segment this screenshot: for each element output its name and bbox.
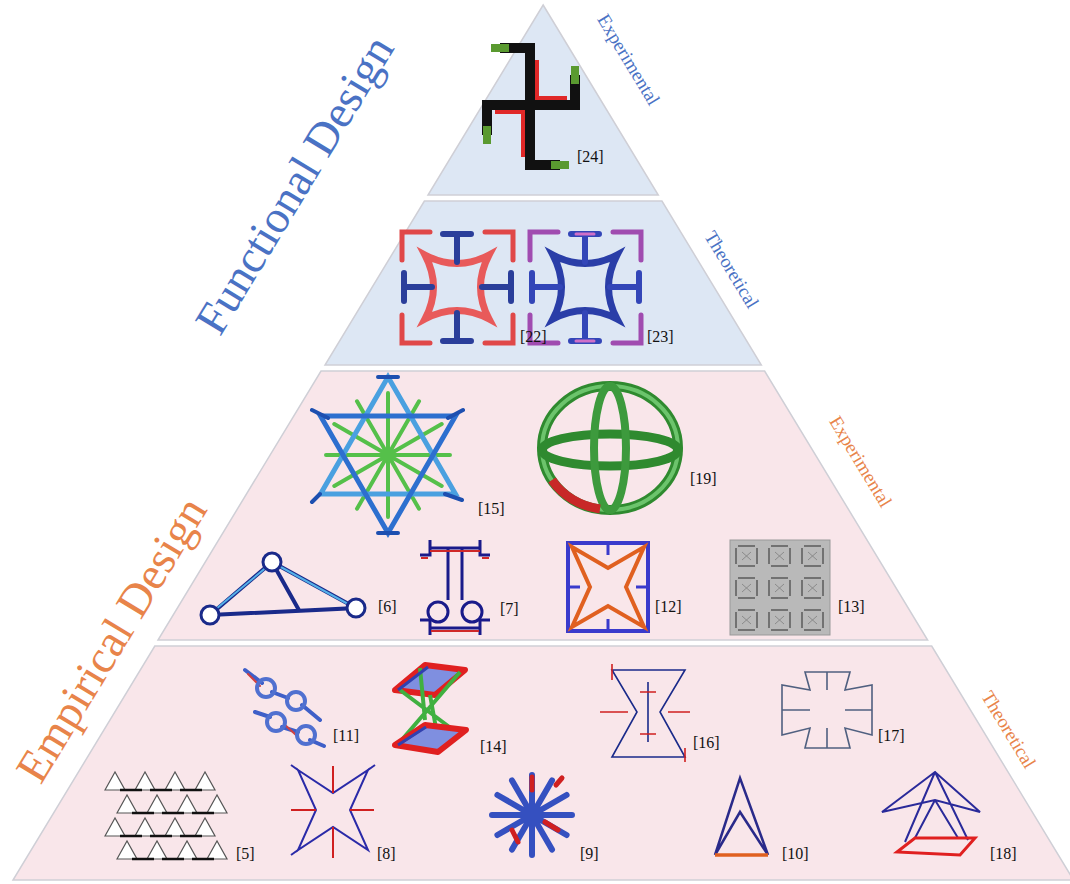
mechanism-16 [600,664,690,762]
mechanism-24 [487,48,575,165]
callout-number: [18] [990,845,1017,863]
mechanism-9 [492,775,572,855]
mechanism-14 [395,665,466,752]
callout-number: [23] [647,328,674,346]
tier-shape [13,646,1070,880]
mechanism-19 [542,386,678,510]
mechanism-18 [882,772,980,855]
callout-number: [16] [693,734,720,752]
callout-number: [13] [838,598,865,616]
mechanism-15 [312,377,463,533]
mechanism-7 [420,540,490,635]
mechanism-17 [782,672,872,748]
mechanism-8 [291,765,375,858]
callout-number: [14] [480,738,507,756]
callout-number: [24] [577,148,604,166]
callout-number: [6] [378,598,397,616]
callout-number: [7] [500,600,519,618]
mechanism-5 [105,772,227,859]
mechanism-22 [402,232,513,343]
mechanism-12 [568,543,648,631]
callout-number: [12] [655,598,682,616]
pyramid-tier: Theoretical [13,646,1070,880]
tier-label: Experimental [593,11,664,109]
mechanism-23 [530,232,641,343]
callout-number: [22] [520,328,547,346]
metamaterial-photo [730,540,830,635]
callout-number: [5] [236,845,255,863]
mechanism-11 [245,670,324,746]
callout-number: [10] [782,845,809,863]
callout-number: [8] [377,845,396,863]
callout-number: [11] [333,727,359,745]
callout-number: [19] [690,470,717,488]
callout-number: [17] [878,727,905,745]
callout-number: [9] [580,845,599,863]
callout-number: [15] [478,500,505,518]
mechanism-10 [715,778,768,855]
mechanism-6 [201,553,365,624]
